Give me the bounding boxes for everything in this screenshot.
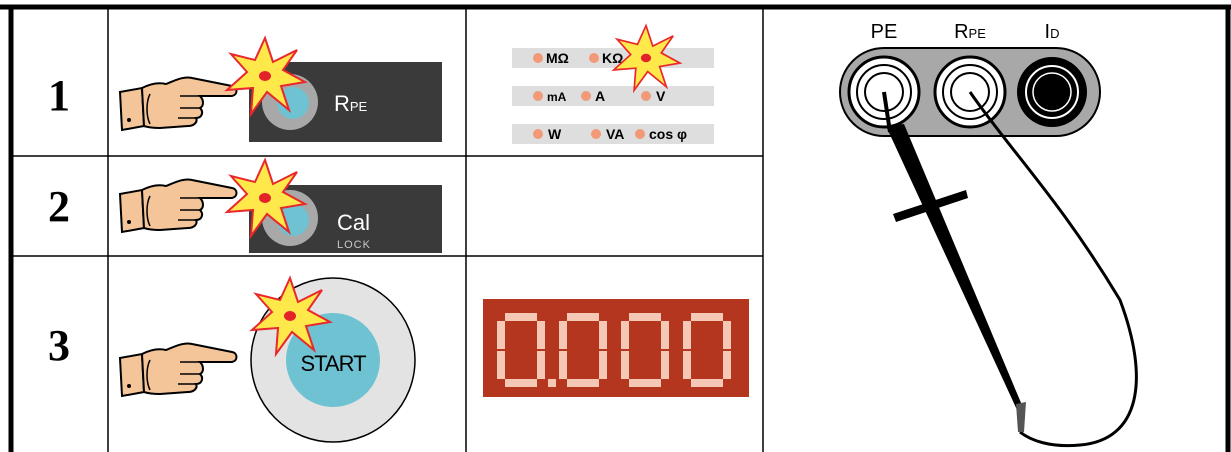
segment-d <box>505 379 537 387</box>
terminal-panel: PE RPE ID <box>840 21 1136 446</box>
hand-icon <box>120 179 237 232</box>
segment-b <box>599 321 607 349</box>
rpe-button-sub: PE <box>350 99 368 114</box>
segment-a <box>691 313 723 321</box>
rpe-terminal-label: R <box>954 21 968 43</box>
segment-f <box>683 321 691 349</box>
indicator-ma: mA <box>547 90 567 104</box>
segment-c <box>661 351 669 379</box>
probe-tip <box>1016 402 1026 432</box>
segment-a <box>629 313 661 321</box>
segment-d <box>567 379 599 387</box>
indicator-panel: MΩ KΩ Ω mA A V W VA cos φ <box>512 48 714 144</box>
segment-f <box>559 321 567 349</box>
indicator-cosphi: cos φ <box>649 126 687 142</box>
step-3-action <box>120 343 237 396</box>
start-button-label: START <box>300 351 366 376</box>
segment-d <box>691 379 723 387</box>
svg-text:ID: ID <box>1045 21 1060 43</box>
segment-c <box>599 351 607 379</box>
segment-a <box>567 313 599 321</box>
segment-f <box>621 321 629 349</box>
rpe-button-label: R <box>334 91 350 116</box>
indicator-va: VA <box>606 126 624 142</box>
id-terminal-sub: D <box>1050 26 1059 41</box>
segment-e <box>683 351 691 379</box>
test-lead-wire <box>970 92 1136 446</box>
step-2-action <box>120 179 237 232</box>
cal-button-sub: LOCK <box>337 239 371 251</box>
segment-d <box>629 379 661 387</box>
segment-e <box>621 351 629 379</box>
step-number-1: 1 <box>9 70 109 121</box>
segment-b <box>661 321 669 349</box>
svg-text:RPE: RPE <box>954 21 986 43</box>
step-1-action <box>120 77 237 130</box>
segment-c <box>723 351 731 379</box>
segment-b <box>723 321 731 349</box>
segment-e <box>497 351 505 379</box>
cal-button-label: Cal <box>337 210 370 235</box>
id-terminal[interactable] <box>1017 57 1087 127</box>
step-number-3: 3 <box>9 320 109 371</box>
step-number-2: 2 <box>9 181 109 232</box>
indicator-w: W <box>548 126 562 142</box>
indicator-a: A <box>595 88 605 104</box>
segment-b <box>537 321 545 349</box>
indicator-v: V <box>656 88 666 104</box>
segment-f <box>497 321 505 349</box>
segment-a <box>505 313 537 321</box>
test-probe <box>886 124 1024 412</box>
indicator-mohm: MΩ <box>546 50 569 66</box>
pe-terminal-label: PE <box>871 21 898 43</box>
segment-c <box>537 351 545 379</box>
segment-e <box>559 351 567 379</box>
rpe-terminal-sub: PE <box>969 26 987 41</box>
hand-icon <box>120 77 237 130</box>
hand-icon <box>120 343 237 396</box>
decimal-point <box>548 379 556 387</box>
